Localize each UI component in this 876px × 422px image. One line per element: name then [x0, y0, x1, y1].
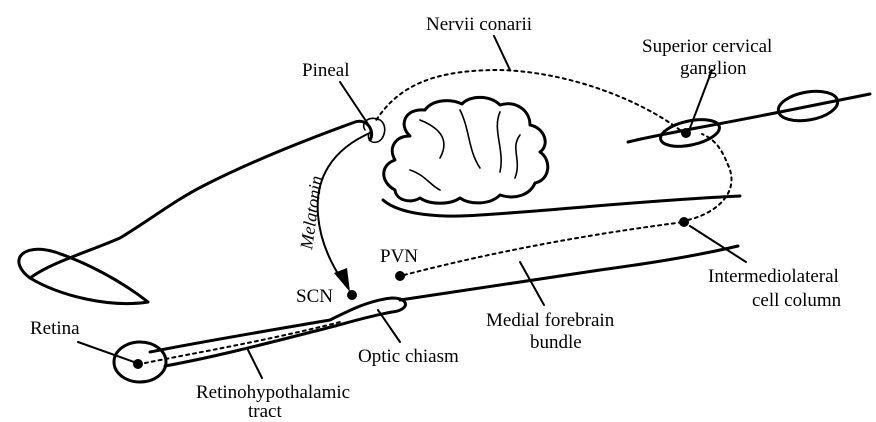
rht-label-line1: Retinohypothalamic: [196, 382, 350, 403]
cerebellum-folia: [410, 110, 520, 190]
mfb-label-line1: Medial forebrain: [486, 310, 615, 331]
sympathetic-trunk: [628, 94, 870, 142]
melatonin-arrow: [318, 132, 372, 280]
pvn-to-iml-path: [404, 222, 684, 275]
scg-node: [681, 128, 691, 138]
scn-node: [347, 290, 357, 300]
scg-label-line2: ganglion: [680, 58, 747, 79]
iml-label-line2: cell column: [752, 290, 842, 311]
iml-label-line1: Intermediolateral: [708, 266, 839, 287]
retina-label: Retina: [30, 318, 80, 339]
rht-leader: [248, 350, 262, 378]
iml-leader: [690, 226, 746, 262]
nervii-conarii-label: Nervii conarii: [426, 14, 532, 35]
pineal-label: Pineal: [302, 60, 350, 81]
brainstem-upper: [383, 196, 740, 216]
optic-chiasm-label: Optic chiasm: [358, 346, 459, 367]
nervii-conarii-leader: [494, 36, 510, 70]
pineal-leader: [340, 82, 368, 124]
iml-to-scg-path: [688, 134, 732, 220]
medial-forebrain-bundle: [400, 246, 738, 300]
retina-node: [133, 359, 143, 369]
mfb-label-line2: bundle: [530, 332, 582, 353]
mfb-leader: [520, 262, 544, 305]
retinohypothalamic-tract: [145, 322, 340, 363]
cerebellum: [384, 97, 548, 203]
pvn-node: [395, 271, 405, 281]
scg-label-line1: Superior cervical: [642, 36, 772, 57]
pvn-label: PVN: [380, 246, 418, 267]
optic-chiasm-leader: [378, 310, 400, 342]
scn-label: SCN: [296, 286, 333, 307]
rht-label-line2: tract: [248, 401, 282, 422]
